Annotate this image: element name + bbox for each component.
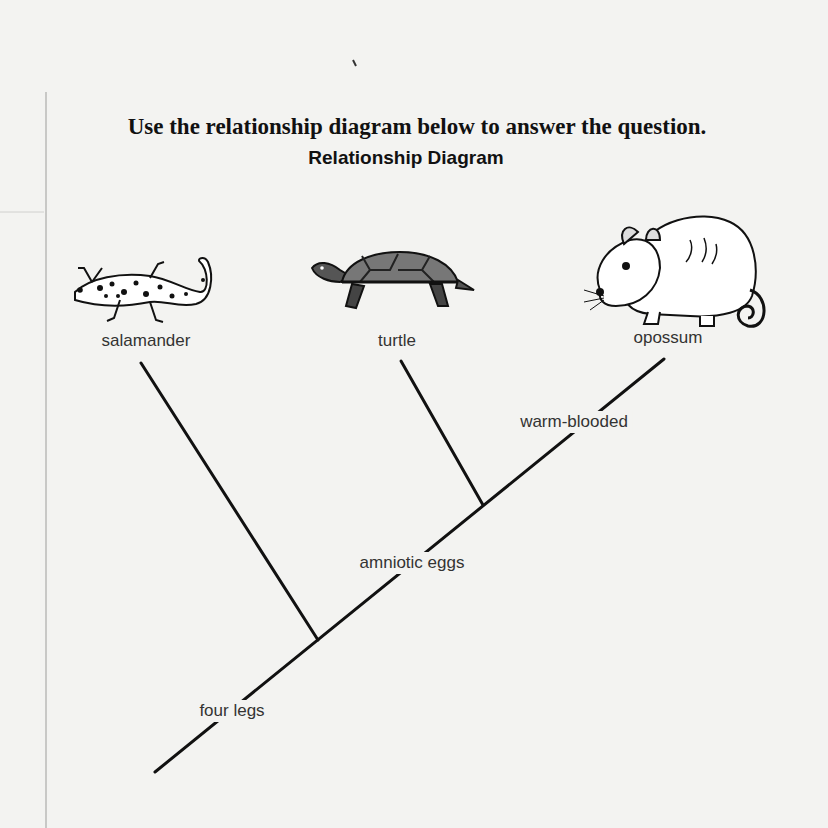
page-edge [45,92,47,828]
trait-label: four legs [195,700,268,722]
speck [353,60,356,66]
animal-label: turtle [378,331,416,351]
instruction-text: Use the relationship diagram below to an… [128,114,707,140]
salamander-drawing [75,258,211,322]
animal-label: salamander [102,331,191,351]
trait-label: amniotic eggs [356,552,469,574]
opossum-drawing [584,217,764,327]
page-edge [0,212,44,213]
cladogram-lines [141,359,664,772]
animal-label: opossum [634,328,703,348]
diagram-title: Relationship Diagram [308,147,503,169]
turtle-drawing [312,252,474,308]
trait-label: warm-blooded [516,411,632,433]
